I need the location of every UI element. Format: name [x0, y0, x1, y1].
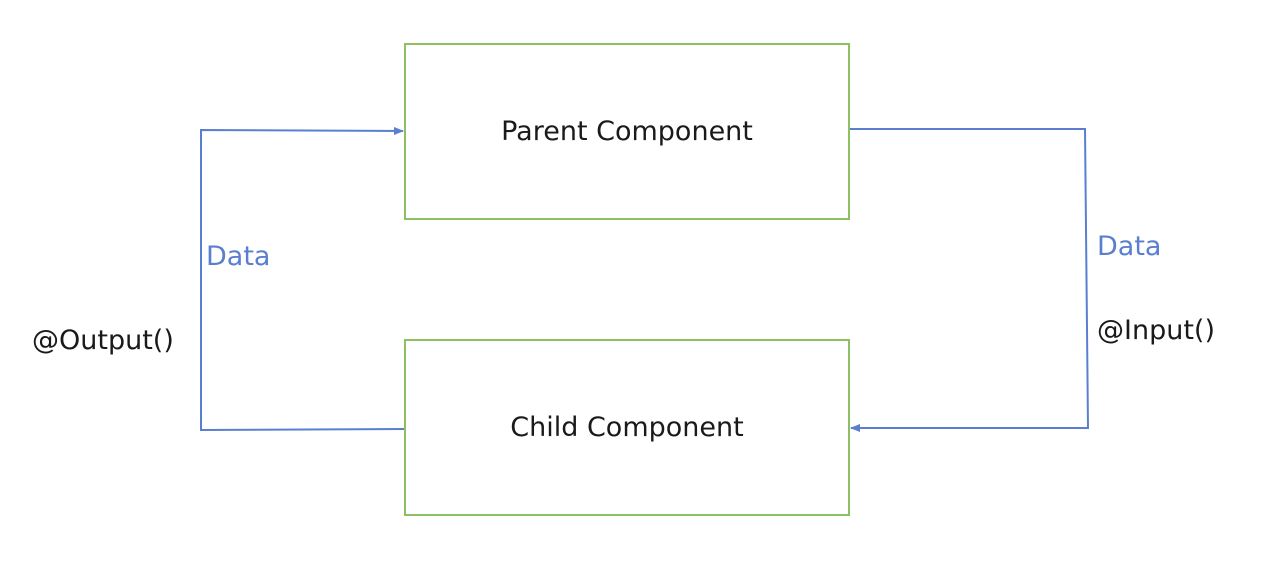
input-decorator-label: @Input() — [1097, 315, 1215, 346]
child-component-box: Child Component — [404, 339, 850, 516]
output-flow-line — [200, 126, 405, 432]
input-flow-line — [850, 128, 1090, 432]
output-decorator-label: @Output() — [32, 325, 174, 356]
child-component-label: Child Component — [510, 412, 744, 443]
input-data-label: Data — [1097, 231, 1162, 262]
parent-component-label: Parent Component — [501, 116, 753, 147]
output-data-label: Data — [206, 241, 271, 272]
parent-component-box: Parent Component — [404, 43, 850, 220]
